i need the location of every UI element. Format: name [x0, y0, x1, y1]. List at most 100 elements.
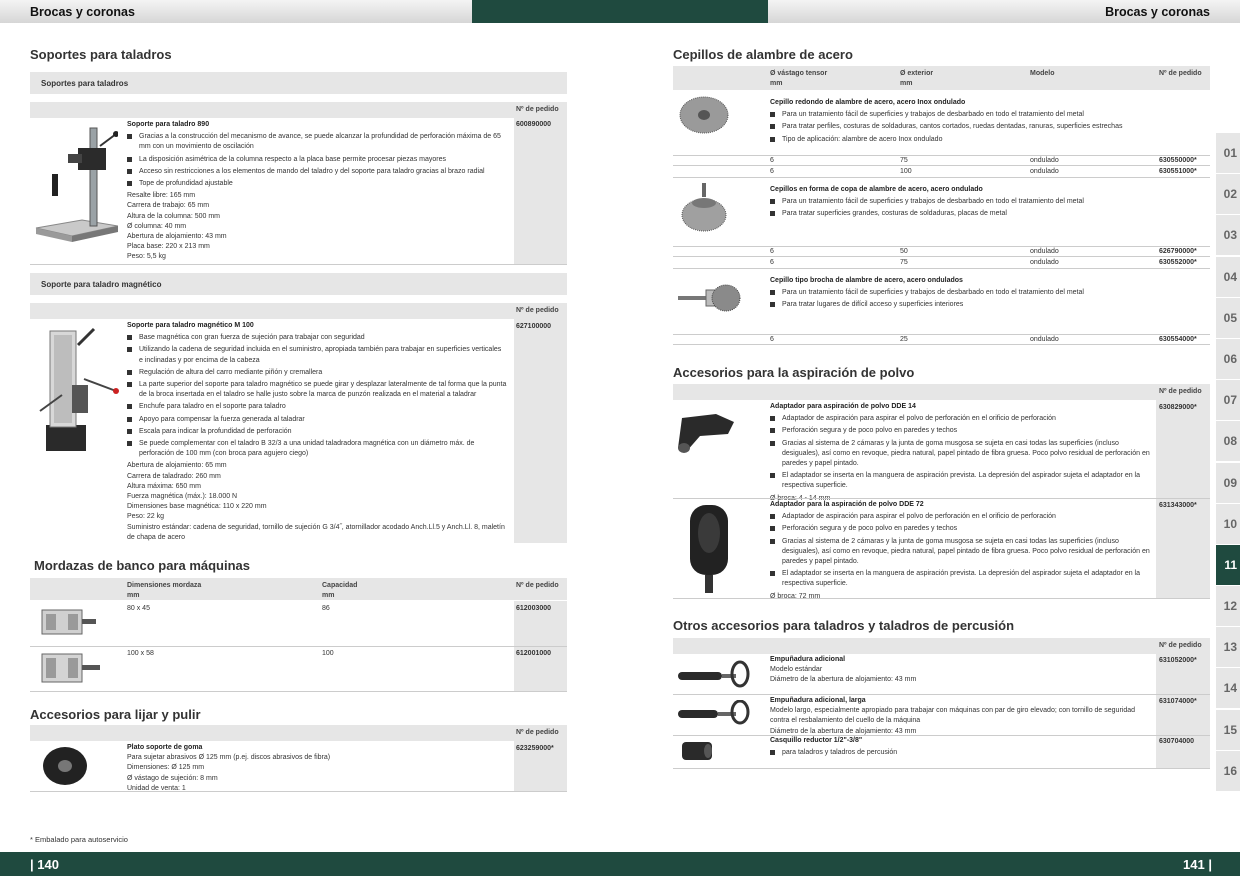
dust-adapter-dde14-image — [678, 414, 734, 453]
bullet: Acceso sin restricciones a los elementos… — [127, 167, 507, 177]
chapter-tab-07[interactable]: 07 — [1216, 380, 1240, 421]
vise-capacity: 86 — [322, 605, 330, 612]
chapter-tab-16[interactable]: 16 — [1216, 750, 1240, 791]
order-column — [1156, 400, 1210, 598]
order-number: 631343000* — [1159, 502, 1197, 509]
product-block-dde72: Adaptador para la aspiración de polvo DD… — [770, 500, 1150, 602]
divider — [673, 735, 1210, 736]
page-number-right: 141 | — [1183, 857, 1212, 872]
vise-dims: 80 x 45 — [127, 605, 150, 612]
product-name: Casquillo reductor 1/2"-3/8" — [770, 737, 863, 744]
order-number: 631052000* — [1159, 657, 1197, 664]
bullet: Para tratar lugares de difícil acceso y … — [770, 300, 1190, 310]
product-block-890: Soporte para taladro 890 Gracias a la co… — [127, 120, 507, 263]
order-column — [514, 118, 567, 264]
chapter-tab-13[interactable]: 13 — [1216, 627, 1240, 668]
round-brush-image — [679, 96, 729, 134]
order-number: 630704000 — [1159, 738, 1195, 745]
table-header — [30, 303, 567, 319]
bullet: Perforación segura y de poco polvo en pa… — [770, 524, 1150, 534]
bullet: Escala para indicar la profundidad de pe… — [127, 427, 507, 437]
bullet: para taladros y taladros de percusión — [770, 748, 1150, 758]
chapter-tab-06[interactable]: 06 — [1216, 338, 1240, 379]
cup-brush-image — [681, 183, 727, 232]
chapter-tab-09[interactable]: 09 — [1216, 462, 1240, 503]
spec-line: Dimensiones: Ø 125 mm — [127, 764, 205, 772]
product-block-handle: Empuñadura adicional Modelo estándar Diá… — [770, 655, 1150, 686]
divider — [30, 791, 567, 792]
bullet: Gracias al sistema de 2 cámaras y la jun… — [770, 537, 1150, 568]
subsection-bar-soportes: Soportes para taladros — [30, 72, 567, 94]
section-title-mordazas: Mordazas de banco para máquinas — [34, 558, 251, 573]
spec-line: Diámetro de la abertura de alojamiento: … — [770, 676, 917, 684]
section-title-aspiracion: Accesorios para la aspiración de polvo — [673, 365, 915, 380]
order-number: 612001000 — [516, 650, 552, 657]
spec-line: Abertura de alojamiento: 65 mm — [127, 462, 227, 470]
spec-line: Unidad de venta: 1 — [127, 784, 186, 792]
spec-line: Abertura de alojamiento: 43 mm — [127, 233, 227, 241]
product-name: Empuñadura adicional — [770, 656, 846, 663]
bullet: Base magnética con gran fuerza de sujeci… — [127, 333, 507, 343]
divider — [30, 646, 567, 647]
spec-line: Dimensiones base magnética: 110 x 220 mm — [127, 503, 267, 511]
order-header: Nº de pedido — [1159, 388, 1202, 395]
bullet: Adaptador de aspiración para aspirar el … — [770, 414, 1150, 424]
product-name: Soporte para taladro 890 — [127, 121, 210, 128]
order-number: 627100000 — [516, 323, 552, 330]
bullet: Para tratar perfiles, costuras de soldad… — [770, 122, 1190, 132]
vise-dims: 100 x 58 — [127, 650, 154, 657]
order-header: Nº de pedido — [1159, 70, 1202, 77]
product-name: Cepillo redondo de alambre de acero, ace… — [770, 99, 966, 106]
product-block-plato: Plato soporte de goma Para sujetar abras… — [127, 743, 507, 794]
divider — [673, 498, 1210, 499]
bullet: Para un tratamiento fácil de superficies… — [770, 197, 1190, 207]
bullet: La disposición asimétrica de la columna … — [127, 155, 507, 165]
product-name: Plato soporte de goma — [127, 744, 203, 751]
table-header — [673, 384, 1210, 400]
spec-line: Suministro estándar: cadena de seguridad… — [127, 523, 505, 541]
spec-line: Placa base: 220 x 213 mm — [127, 243, 210, 251]
order-number: 612003000 — [516, 605, 552, 612]
chapter-tab-03[interactable]: 03 — [1216, 215, 1240, 256]
product-block-brush2: Cepillos en forma de copa de alambre de … — [770, 185, 1190, 222]
chapter-tab-10[interactable]: 10 — [1216, 503, 1240, 544]
chapter-tab-01[interactable]: 01 — [1216, 133, 1240, 173]
spec-line: Fuerza magnética (máx.): 18.000 N — [127, 493, 238, 501]
order-number: 631074000* — [1159, 698, 1197, 705]
spec-line: Altura máxima: 650 mm — [127, 482, 201, 490]
product-block-brush1: Cepillo redondo de alambre de acero, ace… — [770, 98, 1190, 147]
product-block-dde14: Adaptador para aspiración de polvo DDE 1… — [770, 402, 1150, 504]
subsection-bar-magnetico: Soporte para taladro magnético — [30, 273, 567, 295]
chapter-tab-15[interactable]: 15 — [1216, 709, 1240, 750]
bullet: Para tratar superficies grandes, costura… — [770, 209, 1190, 219]
section-title-lijar: Accesorios para lijar y pulir — [30, 707, 201, 722]
chapter-tab-12[interactable]: 12 — [1216, 586, 1240, 627]
vise-image — [41, 609, 96, 635]
bullet: Regulación de altura del carro mediante … — [127, 368, 507, 378]
spec-line: Resalte libre: 165 mm — [127, 192, 196, 200]
table-header — [673, 638, 1210, 654]
bullet: Adaptador de aspiración para aspirar el … — [770, 512, 1150, 522]
divider — [673, 768, 1210, 769]
order-column — [514, 319, 567, 543]
long-side-handle-image — [678, 700, 750, 725]
product-name: Cepillo tipo brocha de alambre de acero,… — [770, 277, 963, 284]
vise-image — [41, 653, 100, 683]
chapter-tab-05[interactable]: 05 — [1216, 297, 1240, 338]
bullet: Gracias al sistema de 2 cámaras y la jun… — [770, 439, 1150, 470]
product-block-brush3: Cepillo tipo brocha de alambre de acero,… — [770, 276, 1190, 313]
chapter-tab-08[interactable]: 08 — [1216, 421, 1240, 462]
dust-adapter-dde72-image — [690, 505, 728, 593]
spec-line: Ø vástago de sujeción: 8 mm — [127, 774, 218, 782]
bullet: El adaptador se inserta en la manguera d… — [770, 569, 1150, 589]
order-number: 600890000 — [516, 121, 552, 128]
chapter-tab-14[interactable]: 14 — [1216, 668, 1240, 709]
chapter-tab-11[interactable]: 11 — [1216, 544, 1240, 585]
table-header — [30, 578, 567, 600]
bullet: Gracias a la construcción del mecanismo … — [127, 132, 507, 152]
chapter-tab-02[interactable]: 02 — [1216, 174, 1240, 215]
drill-stand-image — [35, 127, 118, 242]
chapter-tab-04[interactable]: 04 — [1216, 256, 1240, 297]
